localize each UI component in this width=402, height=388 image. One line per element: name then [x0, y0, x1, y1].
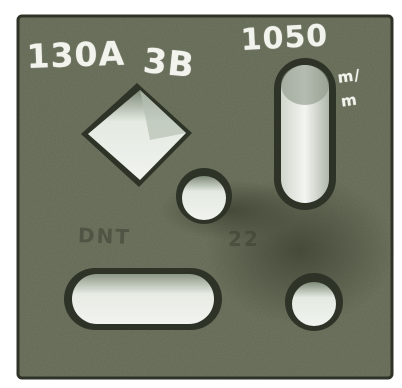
chalk-current-label: 130A: [25, 33, 126, 76]
chalk-passes-label: 3B: [141, 41, 197, 87]
plate-stamp-number: 22: [228, 227, 260, 251]
horizontal-slot-cutout: [64, 268, 222, 330]
center-round-hole: [176, 168, 232, 224]
vertical-slot-cutout: [274, 58, 336, 210]
plate-stamp-code: DNT: [77, 223, 132, 249]
plate-edge: [16, 14, 394, 380]
corner-round-hole: [285, 273, 343, 331]
chalk-speed-label: 1050: [239, 18, 330, 58]
diamond-cutout: [81, 83, 192, 187]
